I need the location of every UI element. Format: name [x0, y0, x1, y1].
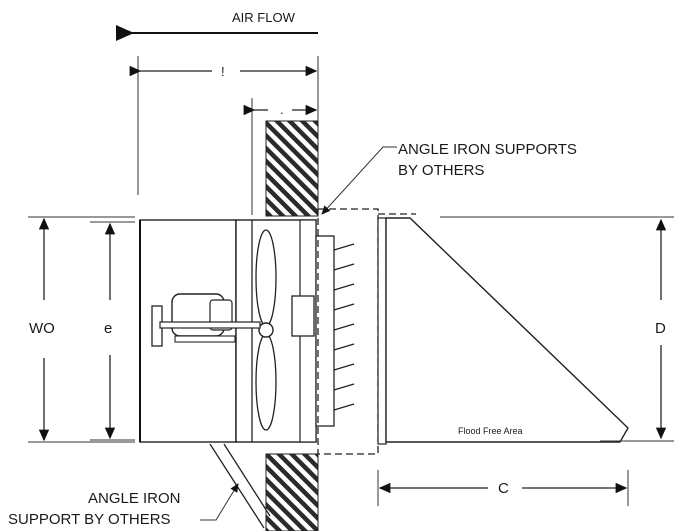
- supports-top-label-line1: ANGLE IRON SUPPORTS: [398, 141, 577, 158]
- support-bottom-leader: [200, 483, 239, 521]
- fan-hub: [258, 322, 274, 338]
- e-label: e: [104, 320, 112, 337]
- wall-section-top: [265, 120, 319, 217]
- wo-label: WO: [29, 320, 55, 337]
- supports-top-label-line2: BY OTHERS: [398, 162, 484, 179]
- bottom-support-brace-b: [223, 443, 271, 517]
- wall-section-bottom: [265, 453, 319, 531]
- motor-mount: [174, 335, 236, 343]
- shutter-actuator: [291, 295, 315, 337]
- air-flow-label: AIR FLOW: [232, 10, 296, 25]
- hood-body: [385, 217, 629, 443]
- motor-shaft: [159, 321, 261, 329]
- shutter-frame: [315, 235, 335, 427]
- fan-blade-upper: [255, 229, 277, 327]
- d-label: D: [655, 320, 666, 337]
- support-bottom-label-line2: SUPPORT BY OTHERS: [8, 511, 171, 528]
- dim-top-label: !: [221, 64, 225, 79]
- hood-face: [377, 217, 387, 445]
- c-label: C: [498, 480, 509, 497]
- supports-top-leader: [321, 146, 397, 215]
- shutter-louvers: [333, 243, 355, 411]
- support-bottom-label-line1: ANGLE IRON: [88, 490, 181, 507]
- flood-free-area-label: Flood Free Area: [458, 426, 523, 436]
- wall-dim-label: .: [280, 102, 284, 117]
- fan-blade-lower: [255, 333, 277, 431]
